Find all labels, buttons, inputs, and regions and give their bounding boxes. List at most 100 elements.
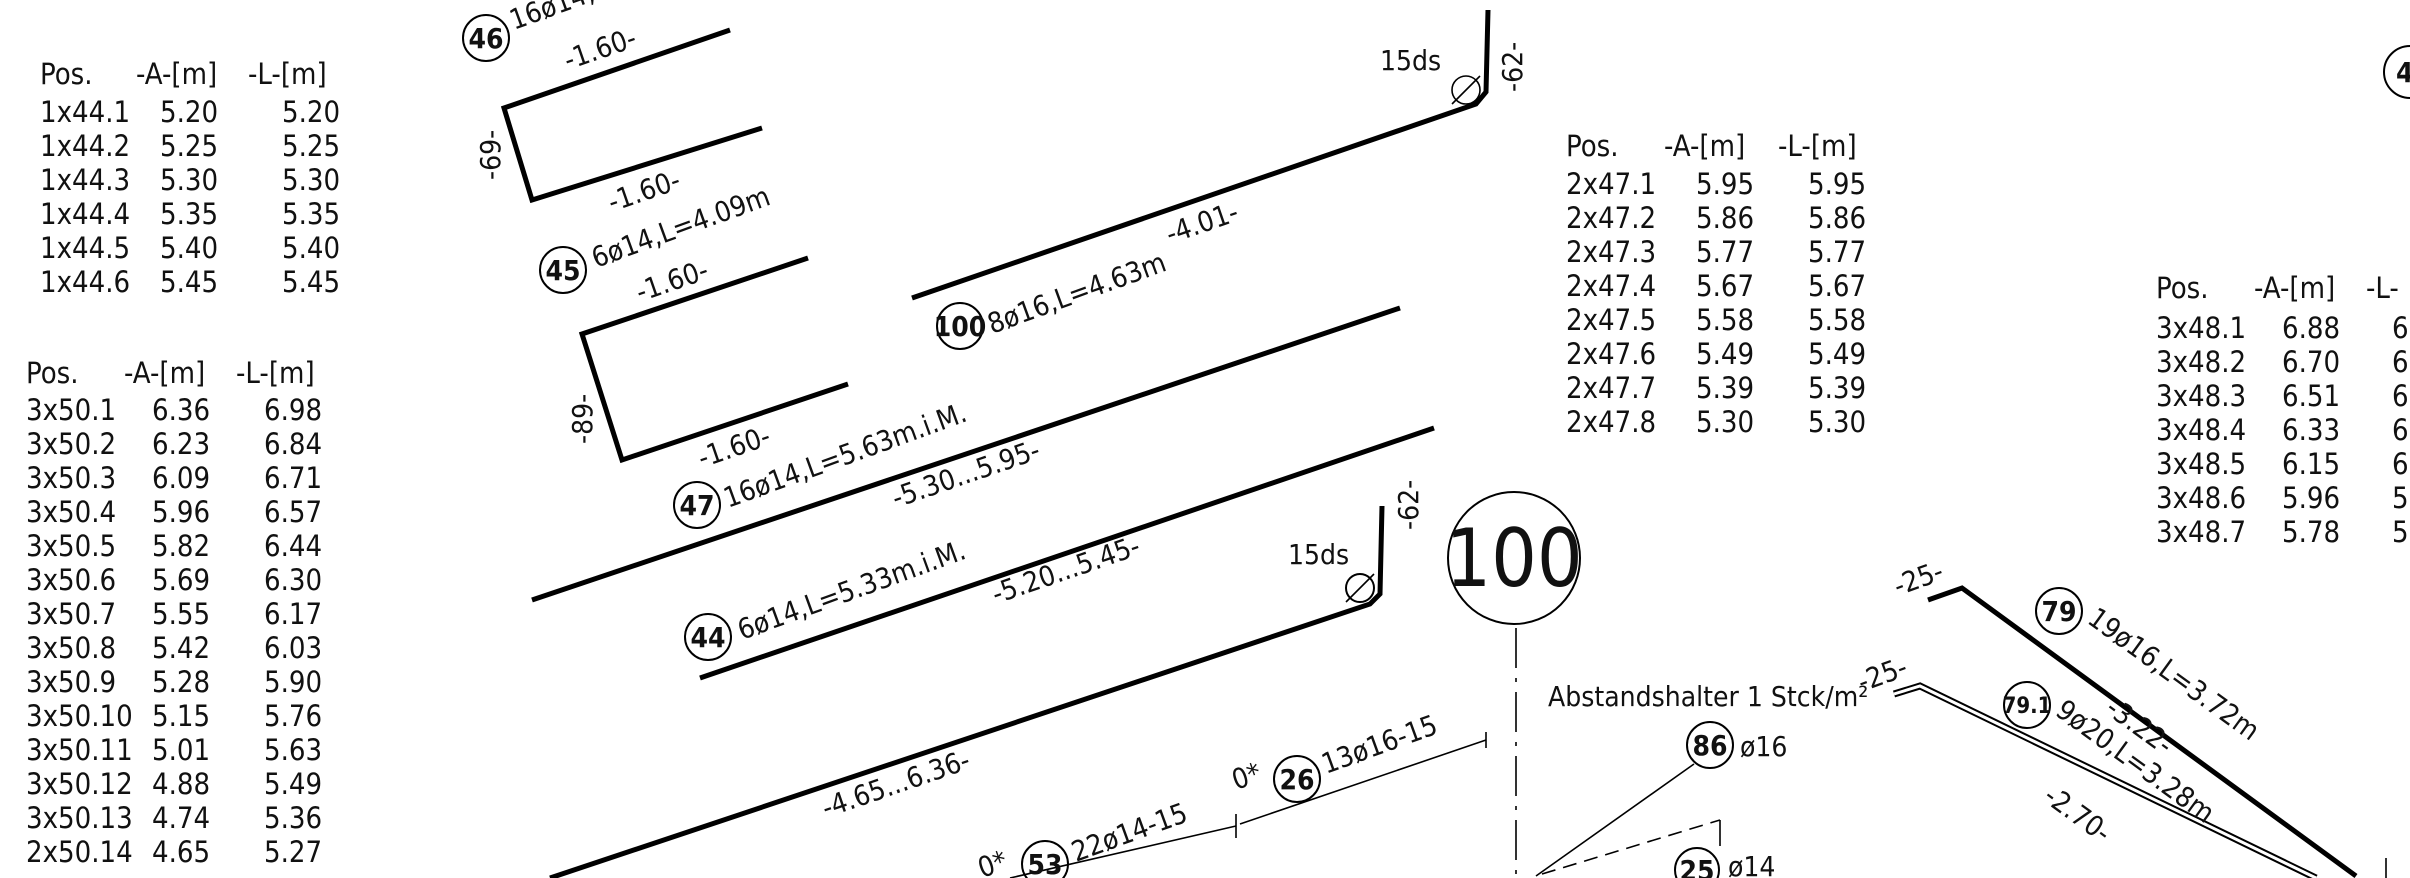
dim-79-1-length: -2.70- [2038, 779, 2117, 849]
bar-79-1: -25- 79.1 9ø20,L=3.28m -2.70- [1853, 650, 2318, 878]
table-cell: 5.78 [2282, 515, 2340, 549]
distribution-53-line [1009, 825, 1237, 878]
table-cell: 5.95 [1808, 167, 1866, 201]
position-25-number: 25 [1679, 854, 1714, 878]
dim-100-length: -4.01- [1162, 195, 1243, 250]
position-100-number: 100 [934, 310, 987, 343]
table-50-row: 3x50.8 5.42 6.03 [26, 631, 322, 665]
table-cell: 6.98 [264, 393, 322, 427]
table-cell: 6.71 [264, 461, 322, 495]
bend-radius-lower-slash [1345, 573, 1375, 603]
table-cell: 1x44.6 [40, 265, 130, 299]
table-cell: 5.28 [152, 665, 210, 699]
table-cell: 6.09 [152, 461, 210, 495]
table-cell: 5.30 [282, 163, 340, 197]
position-44-number: 44 [690, 621, 725, 654]
table-44-header-l: -L-[m] [248, 57, 327, 91]
table-cell: 3x48.7 [2156, 515, 2246, 549]
dim-46-top: -1.60- [560, 21, 641, 76]
table-cell: 1x44.5 [40, 231, 130, 265]
dim-46-side: -69- [474, 130, 507, 180]
table-cell: 5.49 [1696, 337, 1754, 371]
table-44-header-a: -A-[m] [136, 57, 217, 91]
dim-45-top: -1.60- [632, 253, 713, 308]
table-47-header-l: -L-[m] [1778, 129, 1857, 163]
table-cell: 5.96 [2282, 481, 2340, 515]
bend-radius-upper-slash [1451, 75, 1481, 105]
spacer-86: 86 ø16 [1535, 721, 1787, 877]
table-cell: 1x44.4 [40, 197, 130, 231]
table-50-row: 3x50.9 5.28 5.90 [26, 665, 322, 699]
table-cell: 4.74 [152, 801, 210, 835]
table-cell: 5.96 [152, 495, 210, 529]
table-cell: 5 [2392, 481, 2409, 515]
table-cell: 5.86 [1808, 201, 1866, 235]
table-cell: 5.86 [1696, 201, 1754, 235]
table-50-row: 3x50.3 6.09 6.71 [26, 461, 322, 495]
table-cell: 6.88 [2282, 311, 2340, 345]
table-cell: 5.39 [1696, 371, 1754, 405]
table-cell: 5.63 [264, 733, 322, 767]
position-79-1-number: 79.1 [2003, 694, 2052, 719]
table-cell: 5.45 [160, 265, 218, 299]
bar-100-shape [911, 9, 1491, 301]
table-48-row: 3x48.4 6.33 6 [2156, 413, 2409, 447]
bar-79-1-shape-inner [1893, 684, 2317, 878]
table-cell: 5.27 [264, 835, 322, 869]
bar-46: 46 16ø14,L=3. -1.60- -69- -1.60- [462, 0, 763, 219]
table-50-header-pos: Pos. [26, 356, 79, 390]
table-50: Pos. -A-[m] -L-[m] 3x50.1 6.36 6.98 3x50… [26, 356, 322, 869]
table-cell: 4.88 [152, 767, 210, 801]
position-4x-partial: 4 [2383, 45, 2410, 99]
table-cell: 6.23 [152, 427, 210, 461]
table-cell: 5.42 [152, 631, 210, 665]
table-50-row: 3x50.11 5.01 5.63 [26, 733, 322, 767]
table-47-row: 2x47.1 5.95 5.95 [1566, 167, 1866, 201]
table-cell: 3x48.3 [2156, 379, 2246, 413]
table-cell: 2x47.8 [1566, 405, 1656, 439]
table-cell: 4.65 [152, 835, 210, 869]
table-cell: 5.35 [160, 197, 218, 231]
table-47-header-a: -A-[m] [1664, 129, 1745, 163]
position-45-number: 45 [545, 254, 580, 287]
table-48-row: 3x48.3 6.51 6 [2156, 379, 2409, 413]
position-4x-number: 4 [2396, 56, 2410, 89]
table-cell: 5.40 [160, 231, 218, 265]
table-48-row: 3x48.1 6.88 6 [2156, 311, 2409, 345]
table-cell: 5.67 [1696, 269, 1754, 303]
position-53-number: 53 [1027, 848, 1062, 878]
table-cell: 5.30 [1696, 405, 1754, 439]
position-25-marker [1674, 847, 1720, 878]
table-47-row: 2x47.3 5.77 5.77 [1566, 235, 1866, 269]
table-cell: 5.67 [1808, 269, 1866, 303]
table-cell: 5.77 [1808, 235, 1866, 269]
position-79-number: 79 [2041, 595, 2076, 628]
table-cell: 6 [2392, 345, 2409, 379]
table-44-header-pos: Pos. [40, 57, 93, 91]
table-cell: 3x50.1 [26, 393, 116, 427]
table-cell: 5.15 [152, 699, 210, 733]
table-48-header-l: -L- [2366, 271, 2399, 305]
table-48-row: 3x48.7 5.78 5 [2156, 515, 2409, 549]
position-79-1-marker [2003, 681, 2051, 729]
table-47: Pos. -A-[m] -L-[m] 2x47.1 5.95 5.95 2x47… [1566, 129, 1866, 439]
table-cell: 5.95 [1696, 167, 1754, 201]
table-cell: 5.49 [1808, 337, 1866, 371]
dim-50-length: -4.65...6.36- [818, 743, 975, 824]
table-50-row: 2x50.14 4.65 5.27 [26, 835, 322, 869]
table-cell: 5.30 [160, 163, 218, 197]
bar-44-shape [699, 425, 1435, 681]
bar-45-shape [578, 255, 849, 464]
table-cell: 5.45 [282, 265, 340, 299]
table-cell: 1x44.1 [40, 95, 130, 129]
table-50-row: 3x50.12 4.88 5.49 [26, 767, 322, 801]
position-46-number: 46 [468, 22, 503, 55]
bend-radius-upper-icon [1451, 75, 1481, 105]
table-44: Pos. -A-[m] -L-[m] 1x44.1 5.20 5.20 1x44… [40, 57, 340, 299]
table-cell: 1x44.3 [40, 163, 130, 197]
distribution-26-line [1239, 739, 1487, 825]
table-cell: 6 [2392, 311, 2409, 345]
table-cell: 5 [2392, 515, 2409, 549]
table-cell: 3x50.4 [26, 495, 116, 529]
